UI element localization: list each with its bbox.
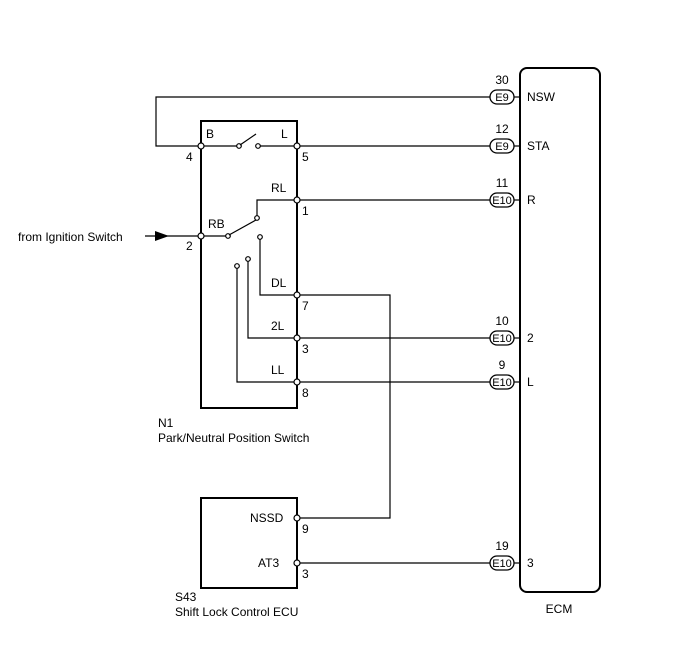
connector-id-2: E10 bbox=[492, 333, 512, 345]
contact-ll bbox=[234, 263, 240, 269]
n1-label-l: L bbox=[281, 127, 288, 141]
terminal-dl bbox=[293, 291, 301, 299]
n1-label-rb: RB bbox=[208, 217, 225, 231]
s43-name: Shift Lock Control ECU bbox=[175, 605, 298, 619]
n1-pin-l: 5 bbox=[302, 150, 309, 164]
ecm-connector-l bbox=[489, 374, 515, 390]
s43-label-nssd: NSSD bbox=[250, 511, 284, 525]
n1-pin-2l: 3 bbox=[302, 342, 309, 356]
terminal-ll bbox=[293, 378, 301, 386]
connector-id-l: E10 bbox=[492, 377, 512, 389]
contact-r bbox=[254, 215, 260, 221]
terminal-at3 bbox=[293, 559, 301, 567]
ecm-pin-2: 10 bbox=[495, 314, 509, 328]
wire-dl-nssd bbox=[297, 294, 391, 519]
terminal-l bbox=[293, 142, 301, 150]
ecm-pin-nsw: 30 bbox=[495, 73, 509, 87]
switch-blade-start bbox=[239, 133, 257, 146]
ecm-pin-l: 9 bbox=[499, 358, 506, 372]
ecm-pin-3: 19 bbox=[495, 539, 509, 553]
terminal-b bbox=[197, 142, 205, 150]
n1-pin-rb: 2 bbox=[186, 239, 193, 253]
ecm-signal-2: 2 bbox=[527, 331, 534, 345]
n1-label-ll: LL bbox=[271, 363, 285, 377]
n1-pin-dl: 7 bbox=[302, 299, 309, 313]
terminal-2l bbox=[293, 334, 301, 342]
connector-id-nsw: E9 bbox=[495, 92, 508, 104]
s43-pin-at3: 3 bbox=[302, 567, 309, 581]
ecm-pin-r: 11 bbox=[496, 176, 509, 190]
n1-pin-rl: 1 bbox=[302, 204, 309, 218]
ecm-signal-r: R bbox=[527, 193, 536, 207]
n1-label-rl: RL bbox=[271, 181, 287, 195]
contact-2 bbox=[245, 256, 251, 262]
ecm-pin-sta: 12 bbox=[495, 122, 509, 136]
connector-id-3: E10 bbox=[492, 558, 512, 570]
connector-id-sta: E9 bbox=[495, 141, 508, 153]
ecm-signal-3: 3 bbox=[527, 556, 534, 570]
s43-code: S43 bbox=[175, 590, 197, 604]
ecm-signal-sta: STA bbox=[527, 139, 549, 153]
contact-d bbox=[257, 234, 263, 240]
terminal-rl bbox=[293, 196, 301, 204]
n1-switch-box bbox=[200, 120, 298, 409]
ecm-connector-r bbox=[489, 192, 515, 208]
n1-code: N1 bbox=[158, 416, 174, 430]
contact-l bbox=[255, 143, 261, 149]
input-arrow-icon bbox=[155, 231, 169, 241]
terminal-nssd bbox=[293, 514, 301, 522]
n1-label-b: B bbox=[206, 127, 214, 141]
ecm-signal-l: L bbox=[527, 375, 534, 389]
s43-pin-nssd: 9 bbox=[302, 522, 309, 536]
s43-ecu-box bbox=[200, 497, 298, 589]
s43-label-at3: AT3 bbox=[258, 556, 279, 570]
ecm-connector-nsw bbox=[489, 89, 515, 105]
ecm-label: ECM bbox=[546, 602, 573, 616]
n1-pin-b: 4 bbox=[186, 150, 193, 164]
ecm-connector-sta bbox=[489, 138, 515, 154]
terminal-rb bbox=[197, 232, 205, 240]
n1-pin-ll: 8 bbox=[302, 386, 309, 400]
ecm-connector-2 bbox=[489, 330, 515, 346]
wire-nsw bbox=[155, 96, 490, 147]
connector-id-r: E10 bbox=[492, 195, 512, 207]
n1-label-dl: DL bbox=[271, 276, 287, 290]
switch-blade-range bbox=[228, 219, 257, 236]
n1-name: Park/Neutral Position Switch bbox=[158, 431, 309, 445]
ignition-input-label: from Ignition Switch bbox=[18, 230, 123, 244]
ecm-box bbox=[519, 67, 601, 593]
ecm-connector-3 bbox=[489, 555, 515, 571]
n1-label-2l: 2L bbox=[271, 319, 285, 333]
ecm-signal-nsw: NSW bbox=[527, 90, 556, 104]
